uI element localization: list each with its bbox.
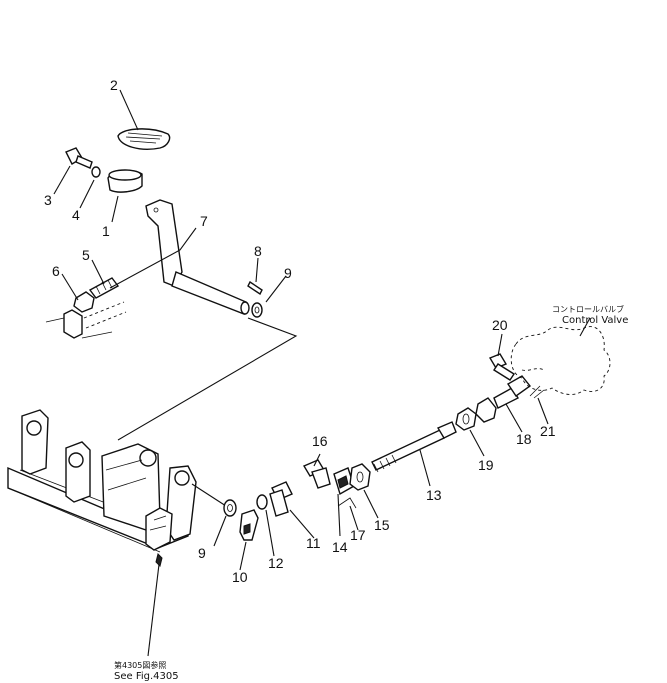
- callout-6: 6: [52, 263, 60, 279]
- callout-19: 19: [478, 457, 494, 473]
- rod-13: [371, 421, 457, 473]
- control-valve-label-jp: コントロールバルブ: [552, 304, 624, 314]
- bolt-11: [269, 481, 293, 517]
- pedal-bracket: [107, 169, 143, 193]
- washer-12: [256, 494, 268, 510]
- callout-4: 4: [72, 207, 80, 223]
- callout-12: 12: [268, 555, 284, 571]
- washer-9-lower: [223, 499, 237, 517]
- callout-2: 2: [110, 77, 118, 93]
- pedal-arm: [145, 199, 250, 315]
- pin-20: [488, 353, 515, 381]
- bolt-3: [65, 147, 93, 169]
- callout-11: 11: [306, 535, 321, 551]
- callout-14: 14: [332, 539, 348, 555]
- callout-18: 18: [516, 431, 532, 447]
- pedal-pad: [117, 128, 171, 150]
- rod-end-18: [475, 375, 532, 423]
- control-valve-label-en: Control Valve: [562, 315, 628, 326]
- control-valve-outline: [510, 326, 611, 395]
- callout-17: 17: [350, 527, 366, 543]
- link-line: [117, 317, 298, 441]
- callout-3: 3: [44, 192, 52, 208]
- callout-5: 5: [82, 247, 90, 263]
- callout-10: 10: [232, 569, 248, 585]
- see-fig-leader: [147, 555, 161, 657]
- yoke-14: [333, 467, 355, 496]
- callout-7: 7: [200, 213, 208, 229]
- lower-bracket: [7, 409, 197, 553]
- callout-20: 20: [492, 317, 508, 333]
- cotter-pin-21: [529, 385, 545, 399]
- callout-9-lower: 9: [198, 545, 206, 561]
- callout-8: 8: [254, 243, 262, 259]
- callout-numbers: 1 2 3 4 5 6 7 8 9 9 10 11 12 13 14 15 16…: [44, 77, 556, 585]
- see-fig-label-jp: 第4305図参照: [114, 660, 166, 670]
- pin-16: [302, 459, 331, 489]
- crank-link-line: [191, 483, 227, 507]
- callout-13: 13: [426, 487, 442, 503]
- callout-21: 21: [540, 423, 556, 439]
- pin-8: [247, 280, 263, 296]
- stopper-plate: [45, 301, 127, 339]
- see-fig-label-en: See Fig.4305: [114, 671, 179, 682]
- clip-17: [337, 497, 357, 509]
- washer-4: [91, 166, 101, 178]
- nut-15: [349, 463, 371, 491]
- callout-1: 1: [102, 223, 110, 239]
- leader-lines: [53, 89, 591, 571]
- nut-19: [455, 407, 477, 431]
- clevis-10: [239, 509, 259, 541]
- washer-9-upper: [251, 302, 263, 318]
- callout-9-upper: 9: [284, 265, 292, 281]
- stopper-bolt-5: [88, 277, 120, 299]
- callout-16: 16: [312, 433, 328, 449]
- callout-15: 15: [374, 517, 390, 533]
- nut-6: [73, 291, 95, 313]
